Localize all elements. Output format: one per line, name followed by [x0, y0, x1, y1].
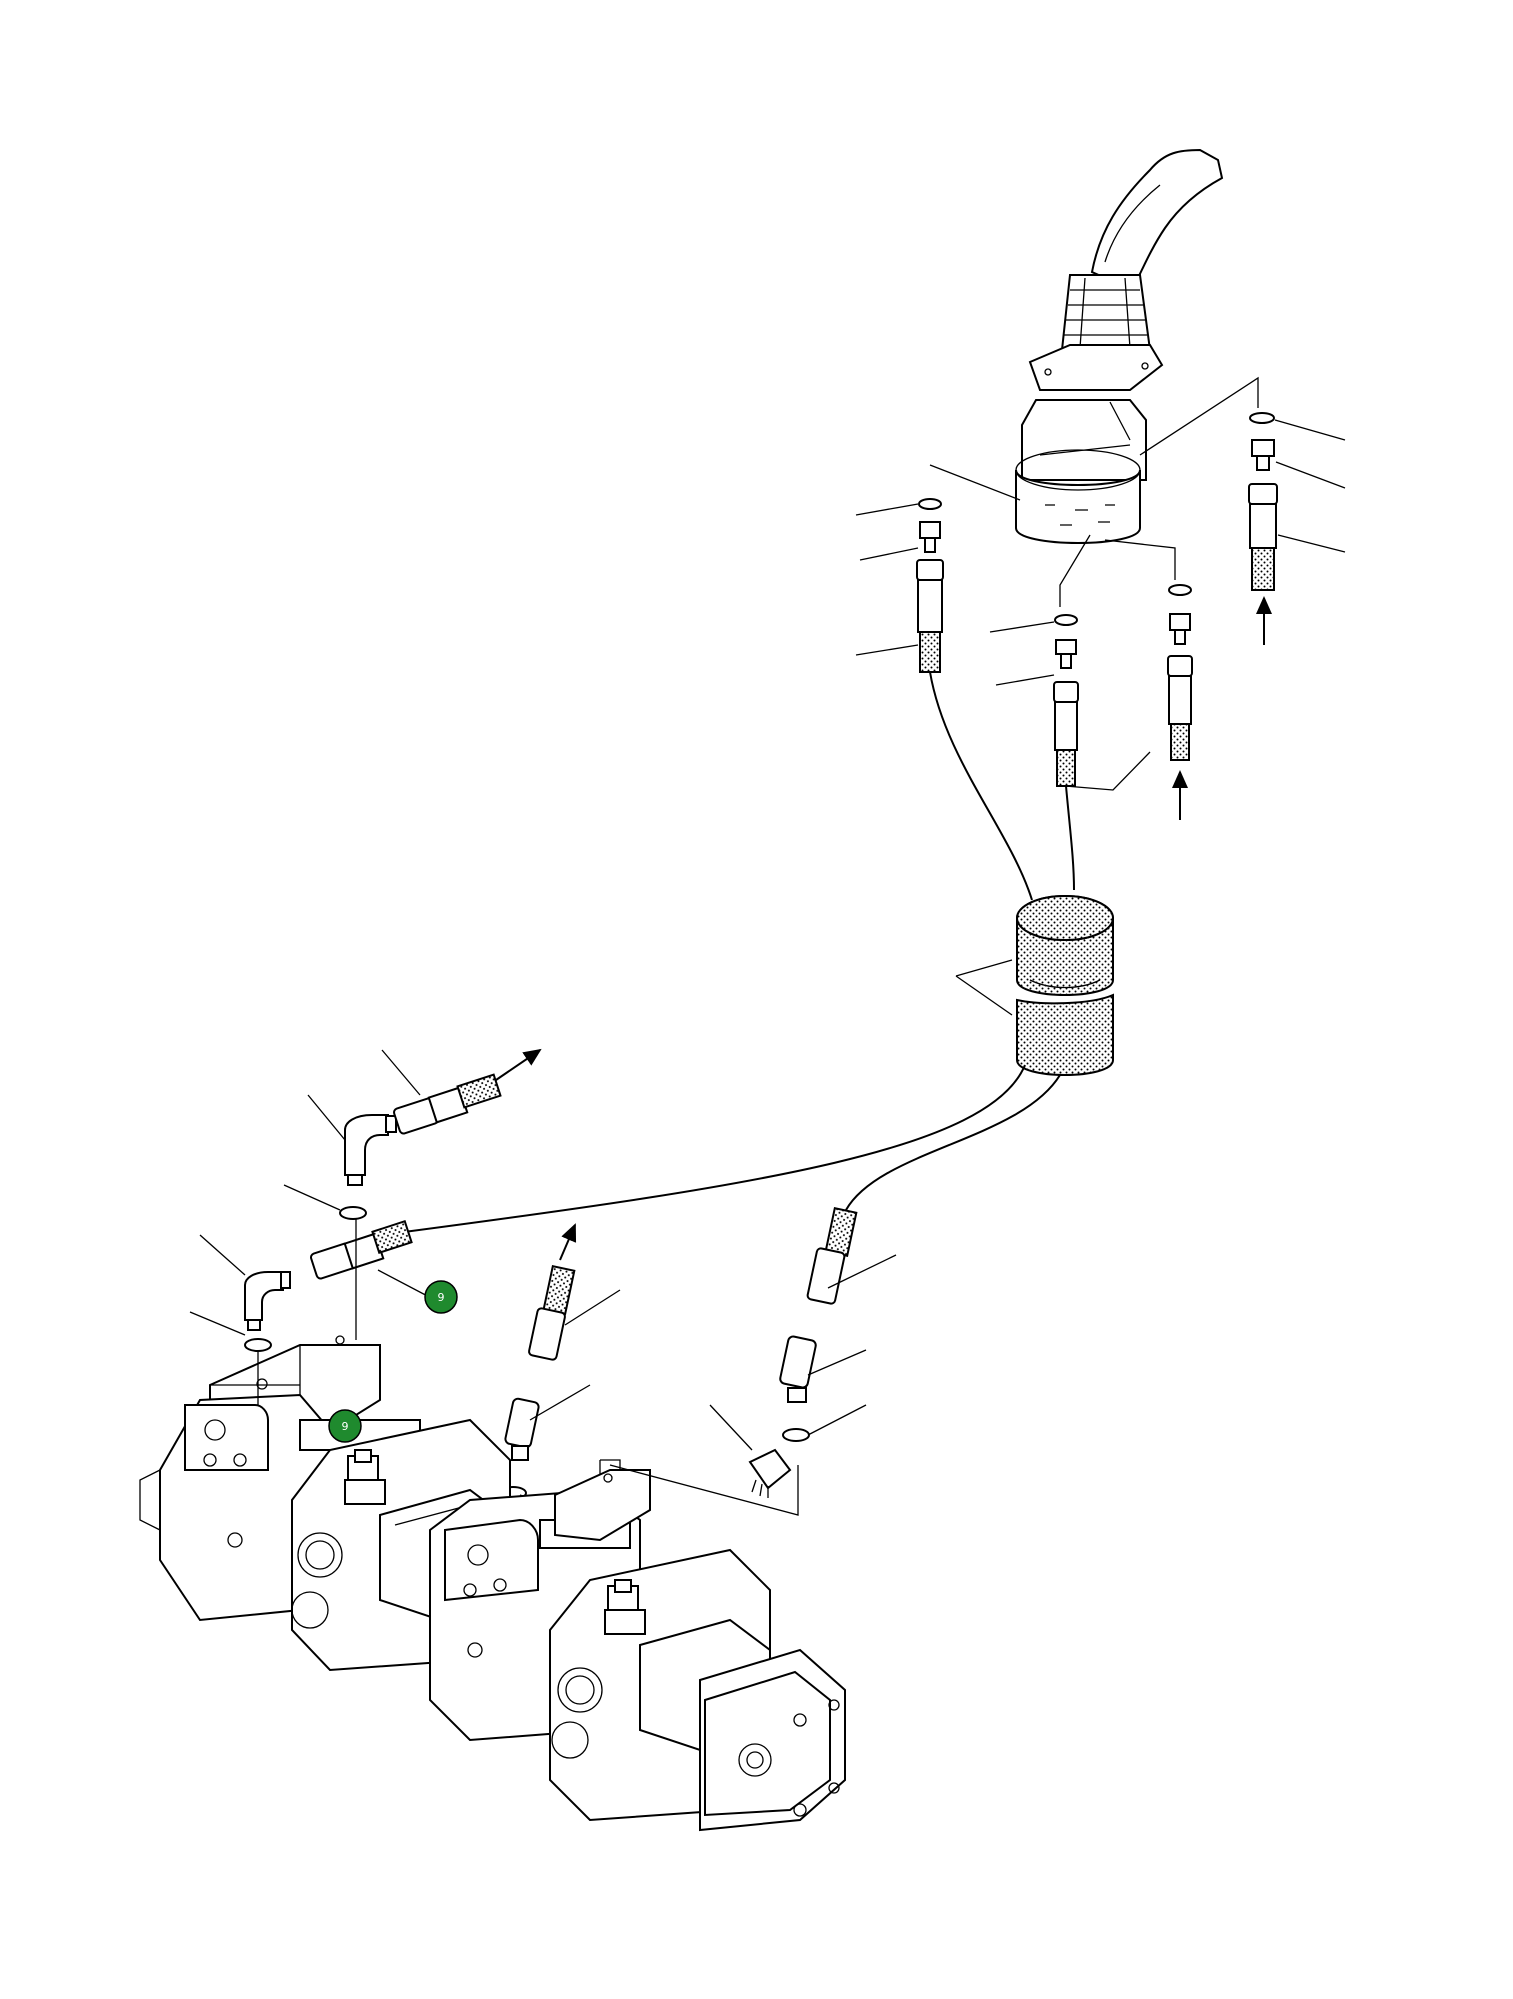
leader — [1275, 461, 1346, 489]
hose-flow-arrow — [495, 1048, 542, 1081]
o-ring — [782, 1428, 810, 1442]
joystick-assembly — [1015, 148, 1224, 544]
leader — [529, 1384, 591, 1421]
leader — [381, 1049, 421, 1096]
pump-assembly — [139, 1335, 846, 1832]
fitting-stack-middle — [1053, 614, 1079, 787]
right-fitting-stack — [779, 1207, 858, 1403]
leader — [199, 1234, 246, 1276]
leader — [189, 1311, 246, 1336]
leader — [609, 1464, 799, 1516]
hose-end-upper — [393, 1073, 502, 1135]
callout-9-upper[interactable]: 9 — [424, 1280, 458, 1314]
hose-sleeve-bundle — [1016, 895, 1114, 1076]
leader — [1064, 751, 1151, 791]
leader — [859, 547, 919, 561]
hose-to-right-block — [845, 1074, 1061, 1211]
center-fitting-stack — [504, 1265, 576, 1461]
fitting-stack-left — [916, 498, 944, 673]
port-leader-lines — [929, 376, 1259, 607]
leader — [564, 1289, 621, 1326]
elbow-fitting-lower — [244, 1271, 291, 1331]
elbow-fitting-upper — [344, 1114, 397, 1186]
leader — [807, 1349, 867, 1376]
leader — [827, 1254, 897, 1289]
hose-middle — [1065, 785, 1075, 891]
callout-label: 9 — [438, 1291, 445, 1304]
o-ring — [339, 1206, 367, 1220]
callout-label: 9 — [342, 1420, 349, 1433]
leader — [989, 621, 1055, 633]
callout-9-lower[interactable]: 9 — [328, 1409, 362, 1443]
leader — [955, 959, 1013, 1016]
fitting-stack-far-right — [1248, 412, 1278, 591]
leader — [1274, 419, 1346, 441]
hose-flow-arrow — [559, 1223, 577, 1261]
o-ring — [244, 1338, 272, 1352]
leader — [995, 674, 1055, 686]
pressure-switch — [748, 1448, 792, 1498]
leader — [855, 503, 919, 516]
leader — [709, 1404, 753, 1451]
leader — [855, 644, 919, 656]
hose-end-lower — [310, 1220, 413, 1280]
hose-to-left-block — [403, 1064, 1026, 1233]
callout-circle[interactable] — [328, 1409, 362, 1443]
leader — [257, 1218, 357, 1405]
leader — [1277, 534, 1346, 553]
hose-left — [929, 671, 1033, 901]
leader — [283, 1184, 341, 1211]
leader — [307, 1094, 346, 1141]
fitting-stack-right-middle — [1167, 584, 1193, 761]
leader — [807, 1404, 867, 1436]
callout-circle[interactable] — [424, 1280, 458, 1314]
